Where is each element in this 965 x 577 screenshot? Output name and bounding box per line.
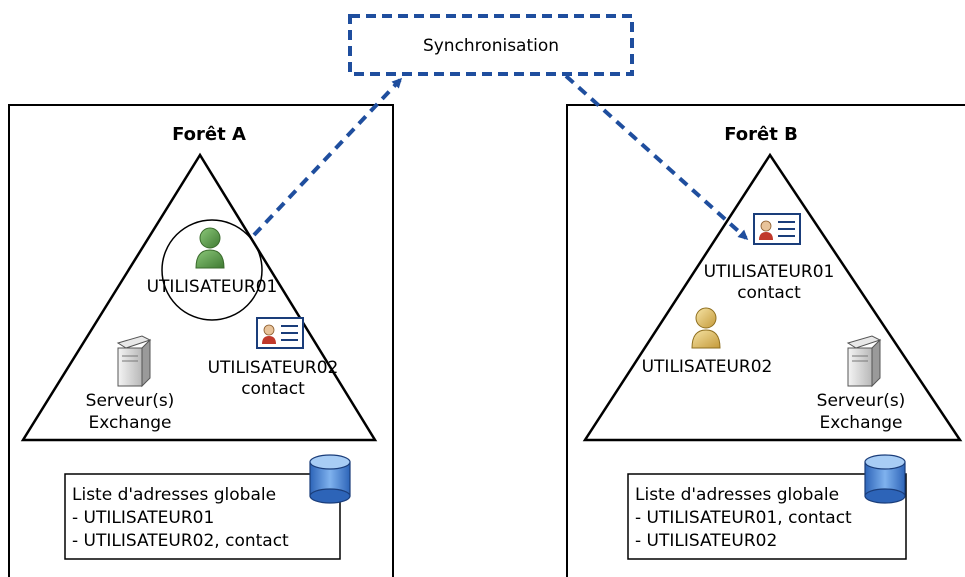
forest-b-user-label: UTILISATEUR02	[642, 357, 773, 377]
user-icon	[691, 307, 721, 349]
forest-b-gal-item: - UTILISATEUR01, contact	[635, 508, 852, 528]
forest-b-contact-label-1: UTILISATEUR01	[704, 262, 835, 282]
sync-label: Synchronisation	[423, 36, 559, 56]
sync-arrow-from-forest-a	[252, 77, 403, 237]
forest-a-server-label-1: Serveur(s)	[86, 391, 175, 411]
forest-b-gal-box	[627, 473, 907, 560]
forest-a-user-label: UTILISATEUR01	[147, 277, 278, 297]
forest-b-server-label-2: Exchange	[819, 413, 902, 433]
forest-a-gal-item: - UTILISATEUR02, contact	[72, 531, 289, 551]
forest-b-contact-label-2: contact	[737, 283, 801, 303]
forest-a-contact-label-2: contact	[241, 379, 305, 399]
forest-a-gal-item: - UTILISATEUR01	[72, 508, 214, 528]
forest-b-gal-item: - UTILISATEUR02	[635, 531, 777, 551]
forest-a-title: Forêt A	[172, 124, 246, 145]
contact-card-icon	[256, 317, 304, 349]
forest-b-gal-title: Liste d'adresses globale	[635, 485, 839, 505]
sync-arrow-to-forest-b	[564, 74, 749, 241]
forest-b-title: Forêt B	[724, 124, 798, 145]
user-highlight-circle	[161, 219, 263, 321]
forest-a-triangle	[20, 152, 378, 442]
forest-a-gal-box	[64, 473, 341, 560]
contact-card-icon	[753, 213, 801, 245]
user-icon	[195, 227, 225, 269]
server-icon	[846, 335, 882, 388]
forest-a-server-label-2: Exchange	[88, 413, 171, 433]
database-icon	[864, 454, 906, 504]
forest-a-contact-label-1: UTILISATEUR02	[208, 358, 339, 378]
forest-b-server-label-1: Serveur(s)	[817, 391, 906, 411]
server-icon	[116, 335, 152, 388]
database-icon	[309, 454, 351, 504]
forest-b: Forêt B UTILISATEUR01 contact UTILISATEU…	[566, 104, 965, 577]
forest-a-gal-title: Liste d'adresses globale	[72, 485, 276, 505]
sync-box: Synchronisation	[348, 14, 634, 76]
forest-a: Forêt A UTILISATEUR01 UTILISATEUR02 cont…	[8, 104, 394, 577]
